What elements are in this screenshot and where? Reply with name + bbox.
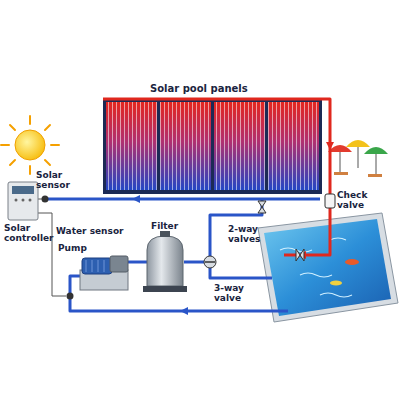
panel-tubes — [106, 102, 157, 190]
cold-pipes — [45, 199, 320, 311]
panel-tubes — [268, 102, 319, 190]
pump — [80, 256, 128, 290]
filter — [143, 231, 187, 292]
hot-pipes — [103, 99, 330, 255]
controller-label: Solar controller — [4, 223, 50, 243]
valve-label: 2-way valves — [228, 224, 270, 244]
sun — [1, 116, 59, 174]
solar-controller — [8, 182, 38, 220]
flow-arrows — [132, 142, 334, 315]
solar-panel — [214, 102, 265, 190]
pool — [258, 213, 398, 322]
umbrellas — [328, 140, 388, 177]
valve-label: 3-way valve — [214, 283, 254, 303]
valve-label: Check valve — [337, 190, 377, 210]
part-label: Filter — [151, 221, 178, 231]
solar-panel — [106, 102, 157, 190]
valves — [204, 194, 335, 268]
sensor-label: Solar sensor — [36, 170, 78, 190]
panel-tubes — [214, 102, 265, 190]
solar-sensor — [42, 196, 49, 203]
solar-panel — [160, 102, 211, 190]
panel-title: Solar pool panels — [150, 84, 248, 94]
sensor-label: Water sensor — [56, 226, 124, 236]
water-sensor — [67, 293, 74, 300]
solar-panels — [103, 98, 322, 194]
panel-tubes — [160, 102, 211, 190]
part-label: Pump — [58, 243, 87, 253]
solar-panel — [268, 102, 319, 190]
